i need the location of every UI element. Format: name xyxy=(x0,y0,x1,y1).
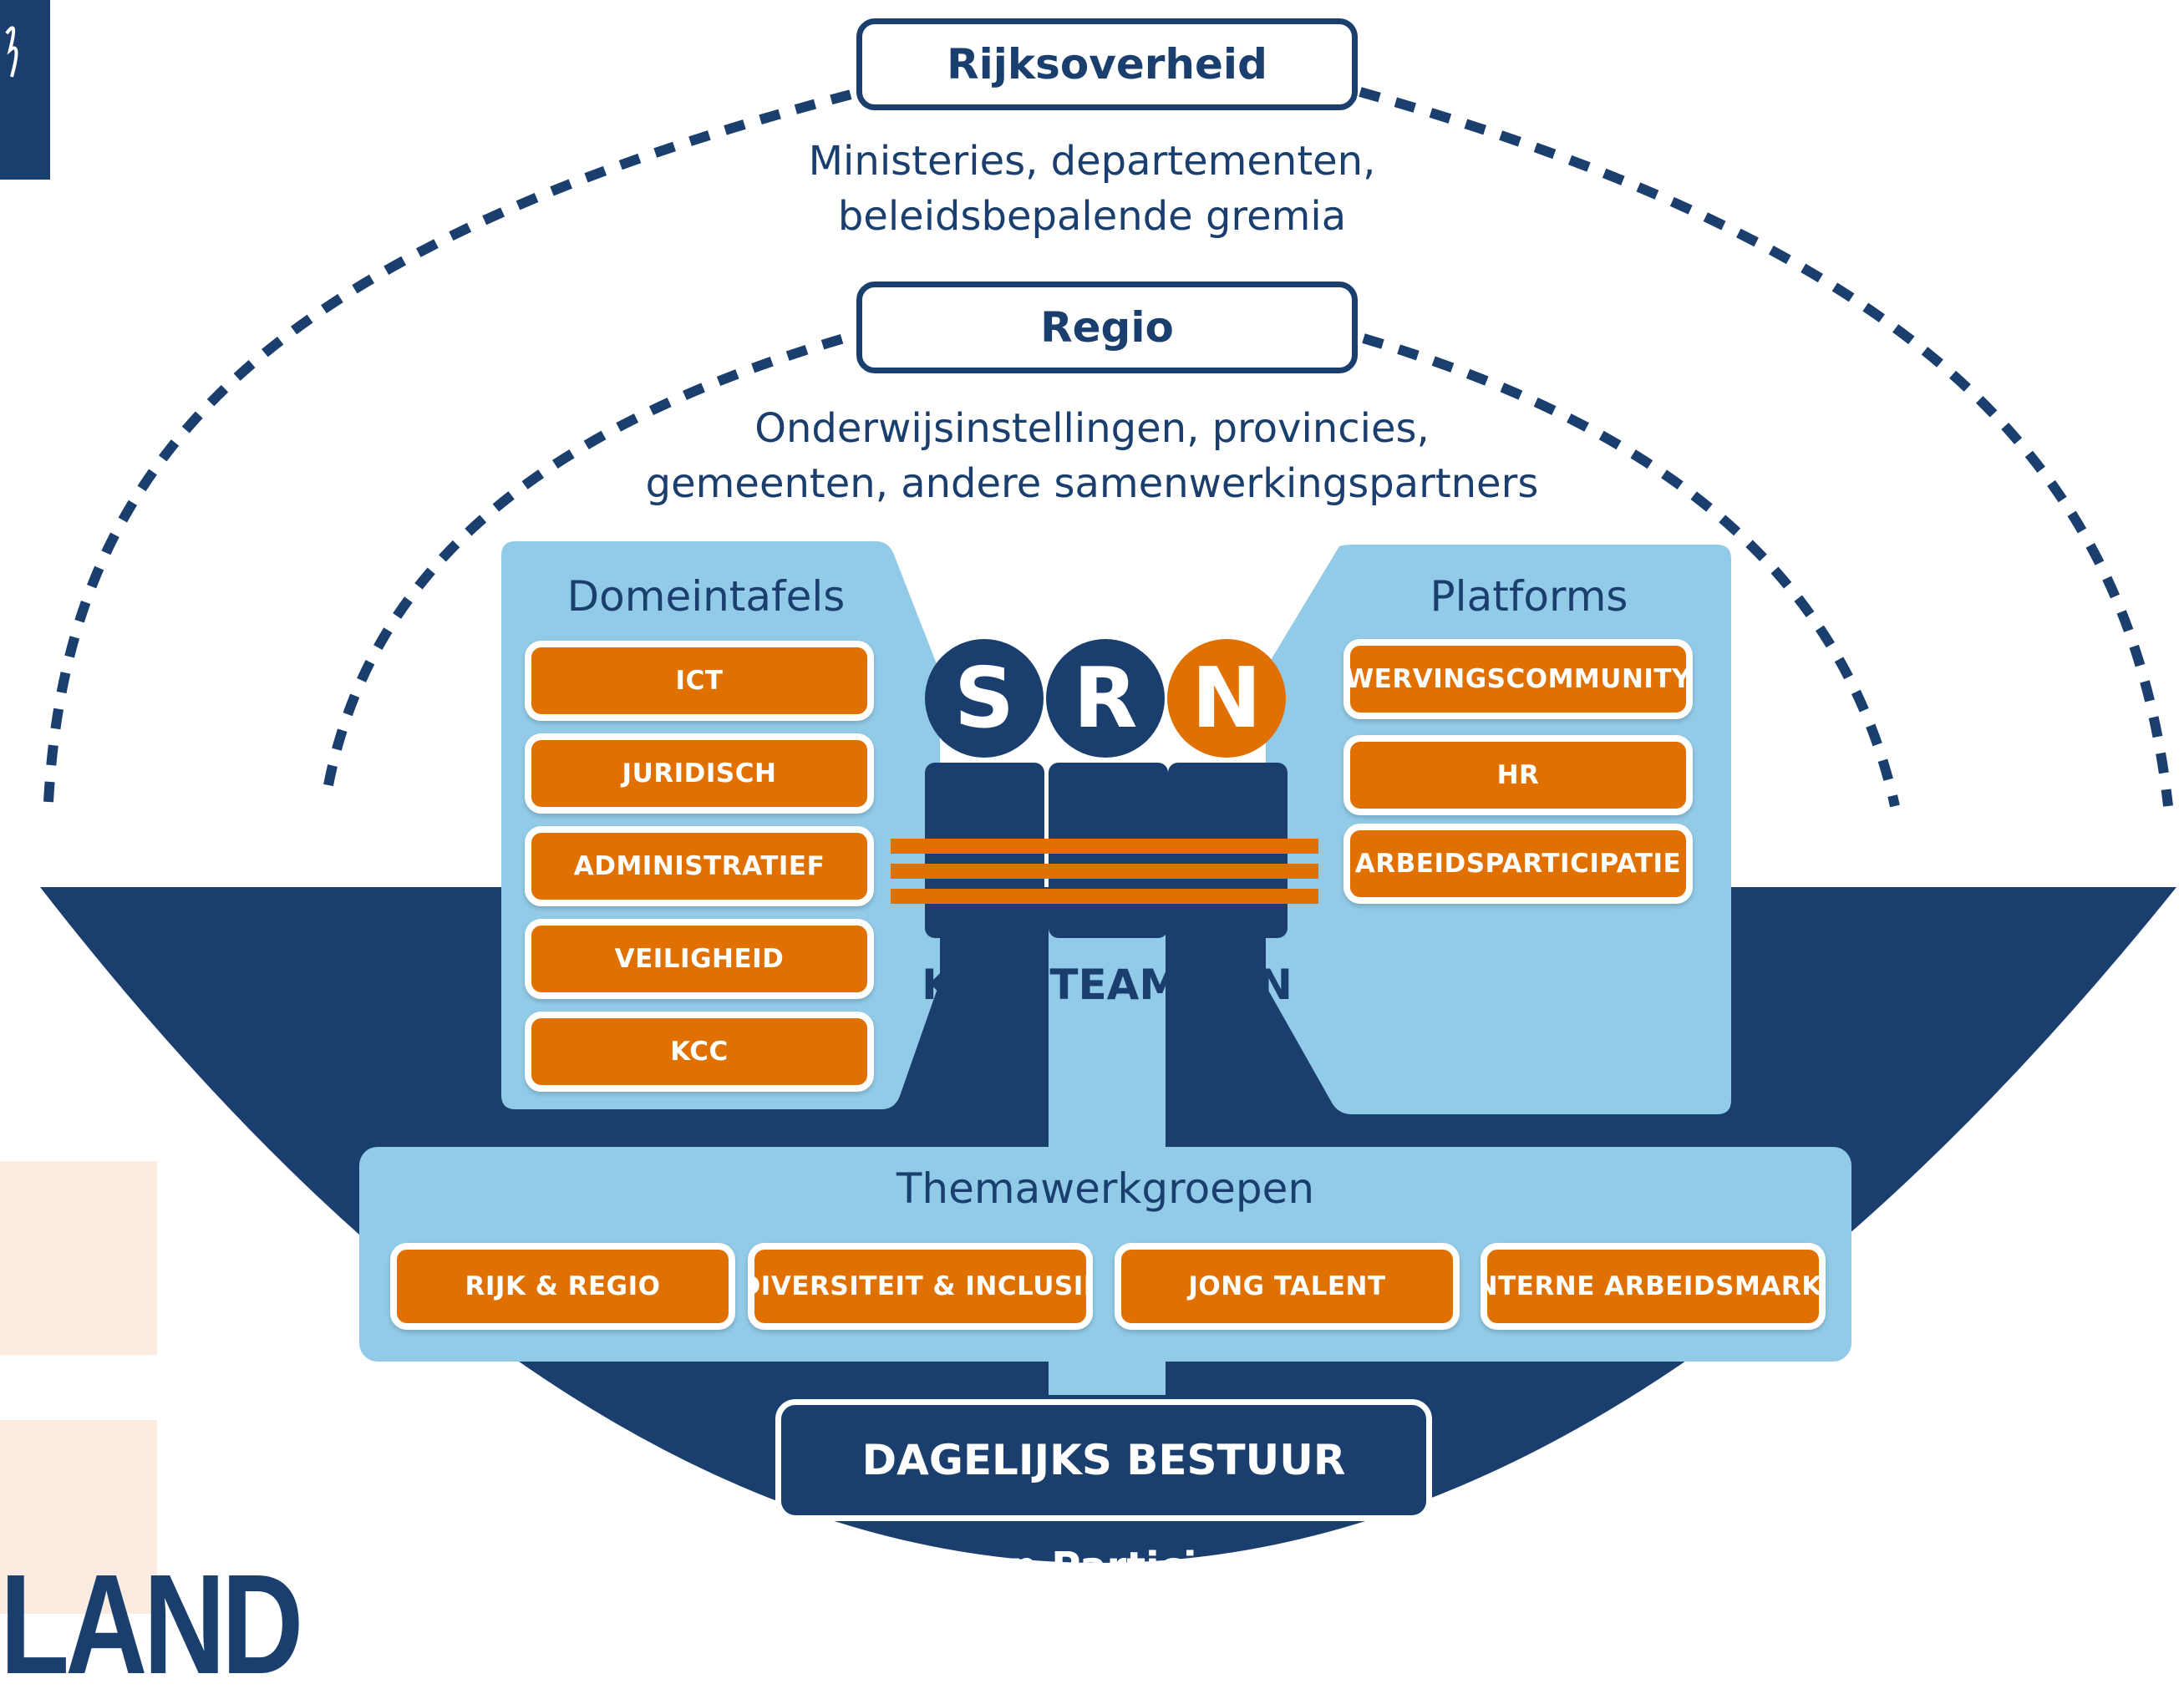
rijksoverheid-description-line-1: Ministeries, departementen, xyxy=(808,138,1376,185)
kernteam-strap-1 xyxy=(891,839,1318,854)
regio-description-line-1: Onderwijsinstellingen, provincies, xyxy=(754,405,1430,452)
regio-description: Onderwijsinstellingen, provincies, gemee… xyxy=(0,401,2184,511)
srn-letter-n: N xyxy=(1167,639,1286,758)
raad-title: Raad van Participanten xyxy=(827,1544,1357,1590)
platform-hr: HR xyxy=(1343,735,1693,815)
domeintafel-juridisch: JURIDISCH xyxy=(525,733,874,814)
edge-emblem-mark xyxy=(5,26,18,78)
regio-box: Regio xyxy=(856,282,1358,373)
themawerkgroep-diversiteit-inclusie: DIVERSITEIT & INCLUSIE xyxy=(748,1243,1093,1330)
edge-peach-block-2 xyxy=(0,1420,157,1614)
kernteam-strap-2 xyxy=(891,864,1318,879)
outer-arc-right xyxy=(1359,87,2173,807)
dagelijks-bestuur-label: DAGELIJKS BESTUUR xyxy=(861,1436,1346,1484)
domeintafels-title: Domeintafels xyxy=(566,572,846,621)
raad-subtitle: Opdrachtgever SRN xyxy=(892,1602,1292,1649)
rijksoverheid-description: Ministeries, departementen, beleidsbepal… xyxy=(0,134,2184,244)
domeintafel-kcc: KCC xyxy=(525,1012,874,1092)
themawerkgroepen-title: Themawerkgroepen xyxy=(896,1164,1315,1213)
rijksoverheid-description-line-2: beleidsbepalende gremia xyxy=(837,193,1347,240)
rijksoverheid-title: Rijksoverheid xyxy=(947,40,1267,89)
inner-arc-left xyxy=(323,333,846,787)
inner-arc-right xyxy=(1362,333,1900,808)
platforms-title: Platforms xyxy=(1430,572,1628,621)
platform-wervingscommunity: WERVINGSCOMMUNITY xyxy=(1343,639,1693,719)
edge-peach-block-1 xyxy=(0,1161,157,1355)
platform-arbeidsparticipatie: ARBEIDSPARTICIPATIE xyxy=(1343,824,1693,904)
themawerkgroep-jong-talent: JONG TALENT xyxy=(1115,1243,1460,1330)
domeintafel-administratief: ADMINISTRATIEF xyxy=(525,826,874,906)
regio-title: Regio xyxy=(1040,303,1174,352)
rijksoverheid-box: Rijksoverheid xyxy=(856,18,1358,110)
srn-letter-s: S xyxy=(925,639,1044,758)
dagelijks-bestuur-box: DAGELIJKS BESTUUR xyxy=(775,1399,1432,1521)
edge-brand-text: LAND xyxy=(0,1545,303,1689)
kernteam-strap-3 xyxy=(891,889,1318,904)
themawerkgroep-interne-arbeidsmarkt: INTERNE ARBEIDSMARKT xyxy=(1481,1243,1826,1330)
domeintafel-veiligheid: VEILIGHEID xyxy=(525,919,874,999)
domeintafel-ict: ICT xyxy=(525,641,874,721)
srn-letter-r: R xyxy=(1046,639,1165,758)
kernteam-label: KERNTEAM SRN xyxy=(922,961,1293,1009)
themawerkgroep-rijk-regio: RIJK & REGIO xyxy=(390,1243,735,1330)
regio-description-line-2: gemeenten, andere samenwerkingspartners xyxy=(645,460,1539,507)
